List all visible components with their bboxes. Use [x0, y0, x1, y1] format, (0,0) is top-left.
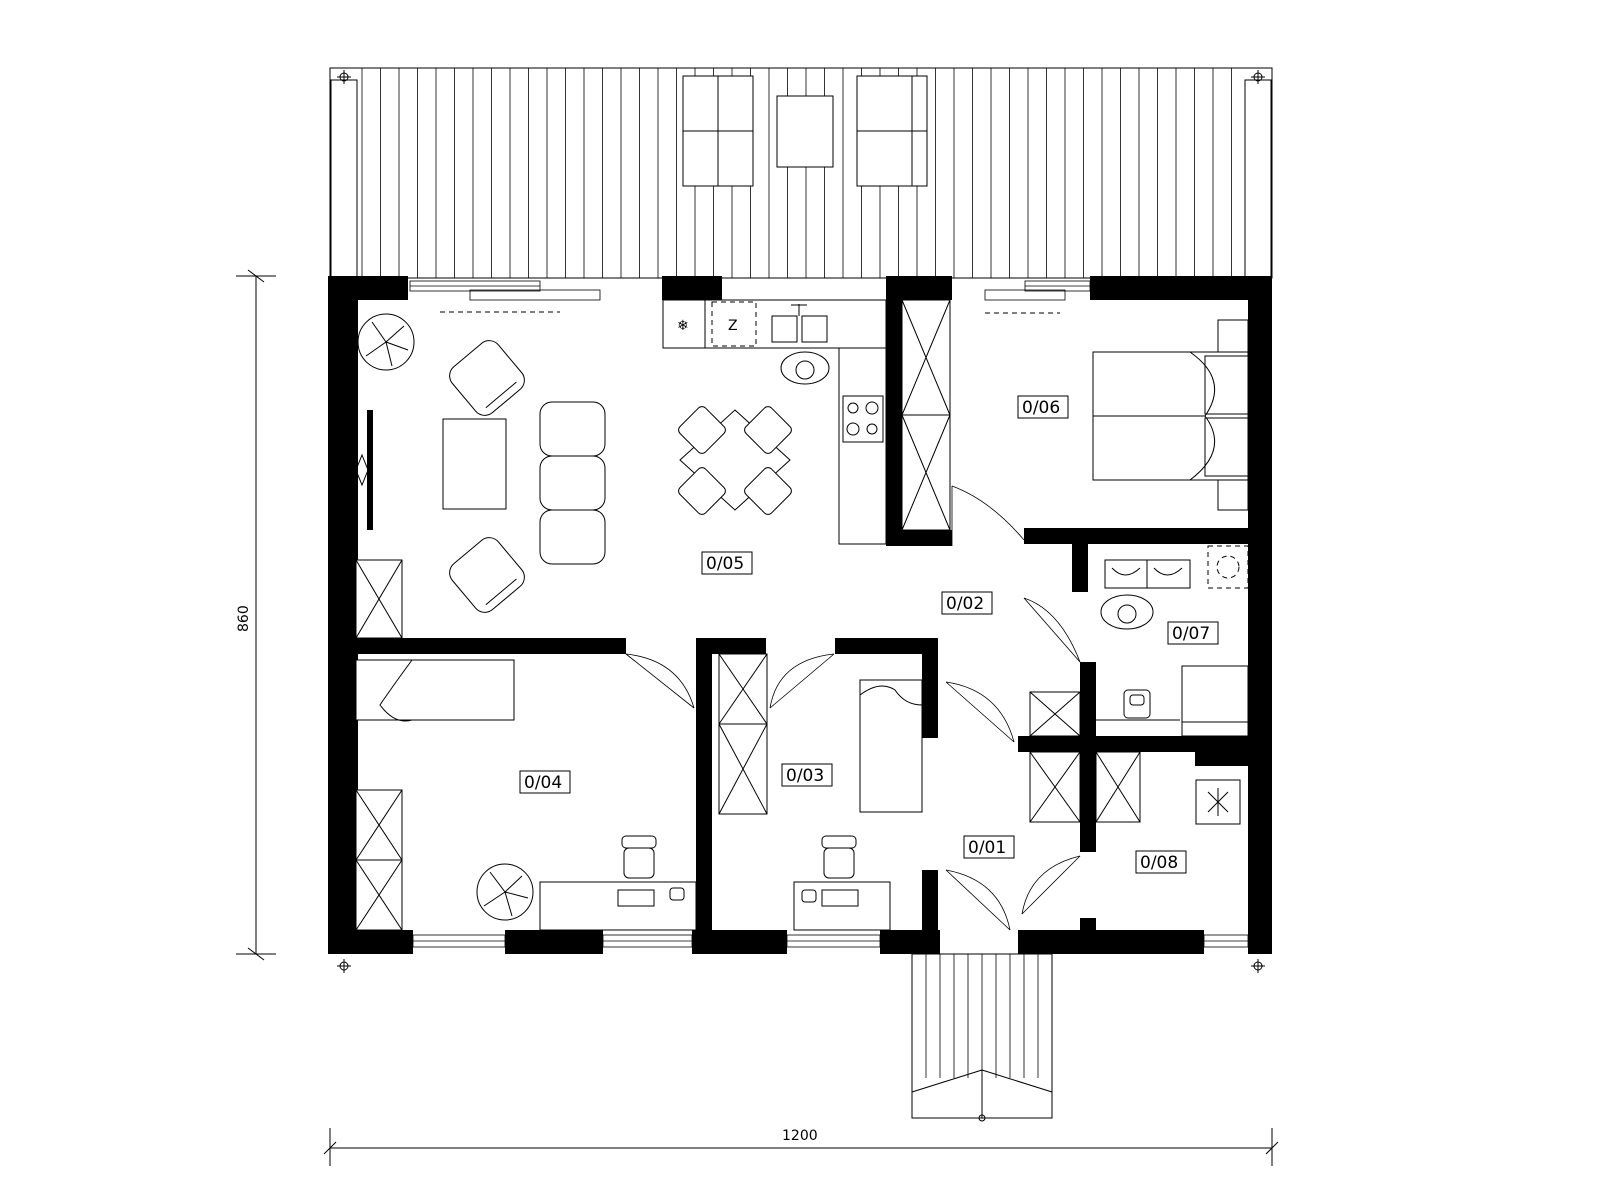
double-washbasin-icon [1104, 559, 1191, 589]
person-at-washbasin-icon [1100, 594, 1154, 630]
toilet-icon [1096, 689, 1180, 721]
room-label-0-02: 0/02 [941, 591, 993, 615]
washing-machine-icon [1207, 545, 1249, 589]
living-room-furniture [355, 313, 792, 639]
office-chair-0-03 [821, 835, 857, 879]
office-chair-0-04 [621, 835, 657, 879]
width-dimension-label: 1200 [782, 1128, 818, 1144]
terrace-table [776, 95, 834, 168]
plant-icon-0-04 [476, 863, 534, 921]
terrace-chair-left [682, 75, 754, 187]
room-label-0-06-text: 0/06 [1022, 398, 1060, 418]
room-0-03-furniture [718, 653, 923, 931]
phone-icon-0-03 [801, 889, 817, 903]
terrace [329, 67, 1273, 279]
single-bed-0-03 [859, 679, 923, 813]
wardrobe-0-04 [355, 789, 403, 931]
bedroom-furniture [1092, 319, 1249, 511]
room-label-0-04-text: 0/04 [524, 773, 562, 793]
nightstand-top [1217, 319, 1249, 357]
room-0-04-furniture [355, 659, 697, 931]
interior-walls [354, 276, 1248, 954]
terrace-railing-left [330, 79, 358, 279]
monitor-icon-0-04 [617, 889, 655, 907]
height-dimension-label: 860 [236, 605, 252, 632]
kitchen-counter-side [838, 347, 887, 545]
cooktop-icon [842, 395, 884, 443]
room-labels: 0/01 0/02 0/03 0/04 0/05 0/06 0/07 0/08 [519, 395, 1219, 874]
wardrobe-entry-right [1095, 751, 1141, 823]
coffee-table [442, 418, 507, 510]
person-at-sink-icon [780, 351, 830, 385]
wardrobe-0-03 [718, 653, 768, 815]
room-label-0-01: 0/01 [963, 835, 1015, 859]
room-label-0-05: 0/05 [701, 551, 753, 575]
terrace-post-right [1251, 70, 1265, 84]
room-label-0-06: 0/06 [1017, 395, 1069, 419]
room-label-0-04: 0/04 [519, 770, 571, 794]
stair-boards [925, 954, 1039, 1078]
bathtub [1181, 665, 1249, 737]
room-label-0-02-text: 0/02 [946, 594, 984, 614]
room-label-0-07-text: 0/07 [1172, 624, 1210, 644]
wardrobe-hall [901, 299, 951, 531]
kitchen-sink-icon [771, 304, 828, 343]
room-label-0-07: 0/07 [1167, 621, 1219, 645]
utility-room-furniture [1029, 691, 1241, 825]
fridge-label: Z [728, 318, 738, 334]
plant-icon [357, 313, 415, 371]
terrace-chair-right [856, 75, 928, 187]
armchair-bottom [449, 537, 525, 613]
doors [625, 485, 1081, 931]
armchair-top [449, 340, 525, 416]
dining-set [678, 406, 792, 515]
terrace-post-left [337, 70, 351, 84]
terrace-railing-right [1244, 79, 1272, 279]
dimension-lines: 860 1200 [236, 269, 1279, 1166]
sofa [539, 401, 606, 565]
wardrobe-entry-left [1029, 751, 1081, 823]
windows [409, 280, 1249, 948]
boiler-icon [1195, 779, 1241, 825]
room-label-0-01-text: 0/01 [968, 838, 1006, 858]
kitchen: ❄ Z [662, 299, 887, 545]
tv-unit [367, 410, 373, 530]
room-label-0-05-text: 0/05 [706, 554, 744, 574]
room-label-0-08: 0/08 [1135, 850, 1187, 874]
width-dimension: 1200 [323, 1128, 1279, 1166]
single-bed-0-04 [355, 659, 515, 722]
phone-icon-0-04 [669, 887, 685, 901]
storage-cabinet-living [355, 559, 403, 639]
entry-stairs [911, 953, 1053, 1122]
fireplace-icon [355, 453, 369, 487]
corner-marker-bottom-left [337, 959, 351, 973]
freezer-icon: ❄ [677, 318, 689, 334]
room-label-0-08-text: 0/08 [1140, 853, 1178, 873]
fridge: Z [711, 301, 757, 347]
room-label-0-03: 0/03 [781, 763, 833, 787]
room-label-0-03-text: 0/03 [786, 766, 824, 786]
freezer: ❄ [662, 299, 706, 349]
height-dimension: 860 [236, 269, 276, 961]
corner-marker-bottom-right [1251, 959, 1265, 973]
bathroom-furniture [1096, 545, 1249, 737]
wardrobe-entry-top [1029, 691, 1081, 737]
double-bed [1092, 351, 1249, 481]
monitor-icon-0-03 [821, 889, 859, 907]
